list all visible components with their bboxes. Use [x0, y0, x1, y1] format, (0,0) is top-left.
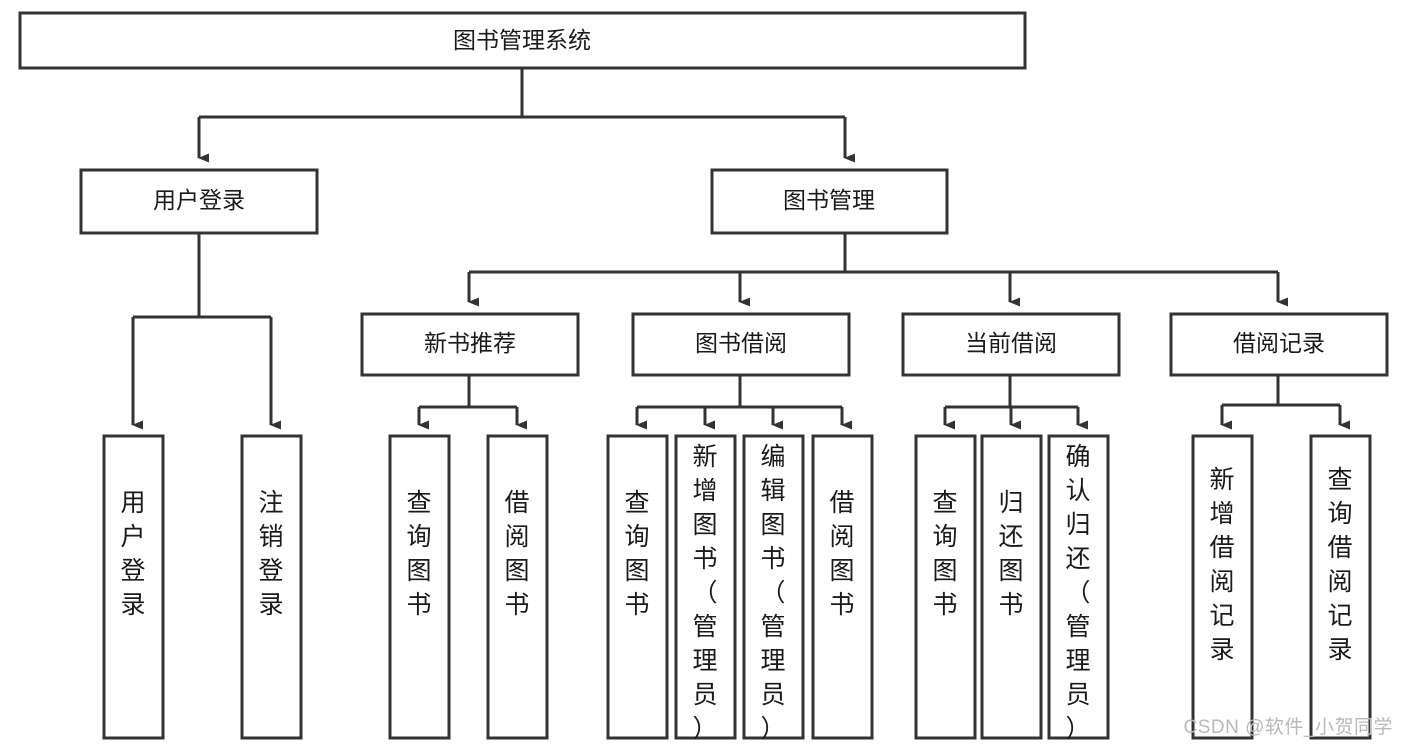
- connector-group-user-login: [131, 233, 281, 430]
- leaf-confirm-return[interactable]: 确认归还（管理员）: [1047, 434, 1110, 743]
- leaf-query-record[interactable]: 查询借阅记录: [1309, 434, 1372, 740]
- node-book-borrow-label: 图书借阅: [695, 330, 787, 356]
- node-current-borrow-box[interactable]: [901, 312, 1121, 377]
- node-borrow-record-label: 借阅记录: [1233, 330, 1325, 356]
- leaf-edit-book[interactable]: 编辑图书（管理员）: [742, 434, 805, 743]
- leaf-borrow-book-1-label: 借阅图书: [504, 489, 529, 619]
- node-borrow-record-box[interactable]: [1169, 312, 1389, 377]
- leaf-query-book-3-label: 查询图书: [932, 489, 957, 619]
- node-borrow-record[interactable]: 借阅记录: [1169, 312, 1389, 377]
- leaf-query-book-2[interactable]: 查询图书: [606, 434, 669, 740]
- node-current-borrow[interactable]: 当前借阅: [901, 312, 1121, 377]
- leaf-query-book-2-box[interactable]: [606, 434, 669, 740]
- leaf-return-book[interactable]: 归还图书: [980, 434, 1043, 740]
- leaf-add-record-label: 新增借阅记录: [1209, 466, 1234, 664]
- leaf-add-record-box[interactable]: [1191, 434, 1254, 740]
- leaf-query-record-box[interactable]: [1309, 434, 1372, 740]
- leaf-query-book-1[interactable]: 查询图书: [388, 434, 451, 740]
- connector-group-current-borrow: [943, 375, 1088, 430]
- leaf-add-book[interactable]: 新增图书（管理员）: [674, 434, 737, 743]
- leaf-borrow-book-2-label: 借阅图书: [829, 489, 854, 619]
- node-new-book-recommend[interactable]: 新书推荐: [360, 312, 580, 377]
- leaf-return-book-box[interactable]: [980, 434, 1043, 740]
- node-book-management[interactable]: 图书管理: [710, 168, 949, 235]
- leaf-add-record[interactable]: 新增借阅记录: [1191, 434, 1254, 740]
- node-user-login-label: 用户登录: [153, 187, 245, 213]
- leaf-add-book-label: 新增图书（管理员）: [692, 443, 717, 743]
- connector-group-book-management: [467, 233, 1288, 307]
- connector-group-borrow-record: [1220, 375, 1350, 430]
- leaf-query-book-2-label: 查询图书: [624, 489, 649, 619]
- connector-group-book-borrow: [635, 375, 852, 430]
- leaf-edit-book-label: 编辑图书（管理员）: [760, 443, 785, 743]
- leaf-logout-login-label: 注销登录: [258, 489, 283, 619]
- node-root-box[interactable]: [18, 11, 1027, 70]
- node-current-borrow-label: 当前借阅: [965, 330, 1057, 356]
- leaf-query-book-1-label: 查询图书: [406, 489, 431, 619]
- leaf-query-book-1-box[interactable]: [388, 434, 451, 740]
- node-user-login[interactable]: 用户登录: [79, 168, 319, 235]
- leaf-confirm-return-box[interactable]: [1047, 434, 1110, 740]
- node-root-label: 图书管理系统: [453, 27, 591, 53]
- node-book-management-box[interactable]: [710, 168, 949, 235]
- node-new-book-recommend-label: 新书推荐: [424, 330, 516, 356]
- leaf-logout-login[interactable]: 注销登录: [240, 434, 303, 740]
- connector-group-new-book-recommend: [417, 375, 527, 430]
- leaf-borrow-book-1[interactable]: 借阅图书: [486, 434, 549, 740]
- leaf-confirm-return-label: 确认归还（管理员）: [1065, 443, 1090, 743]
- leaf-query-book-3-box[interactable]: [914, 434, 977, 740]
- leaf-edit-book-box[interactable]: [742, 434, 805, 740]
- leaf-query-book-3[interactable]: 查询图书: [914, 434, 977, 740]
- node-root[interactable]: 图书管理系统: [18, 11, 1027, 70]
- leaf-user-login-box[interactable]: [102, 434, 165, 740]
- node-book-borrow[interactable]: 图书借阅: [631, 312, 851, 377]
- leaf-logout-login-box[interactable]: [240, 434, 303, 740]
- leaf-return-book-label: 归还图书: [998, 489, 1023, 619]
- leaf-query-record-label: 查询借阅记录: [1327, 466, 1352, 664]
- connector-group-root: [197, 68, 855, 163]
- node-new-book-recommend-box[interactable]: [360, 312, 580, 377]
- node-book-management-label: 图书管理: [783, 187, 875, 213]
- leaf-user-login-label: 用户登录: [120, 489, 145, 619]
- leaf-user-login[interactable]: 用户登录: [102, 434, 165, 740]
- node-book-borrow-box[interactable]: [631, 312, 851, 377]
- leaf-borrow-book-2-box[interactable]: [811, 434, 874, 740]
- leaf-borrow-book-1-box[interactable]: [486, 434, 549, 740]
- leaf-add-book-box[interactable]: [674, 434, 737, 740]
- leaf-borrow-book-2[interactable]: 借阅图书: [811, 434, 874, 740]
- node-user-login-box[interactable]: [79, 168, 319, 235]
